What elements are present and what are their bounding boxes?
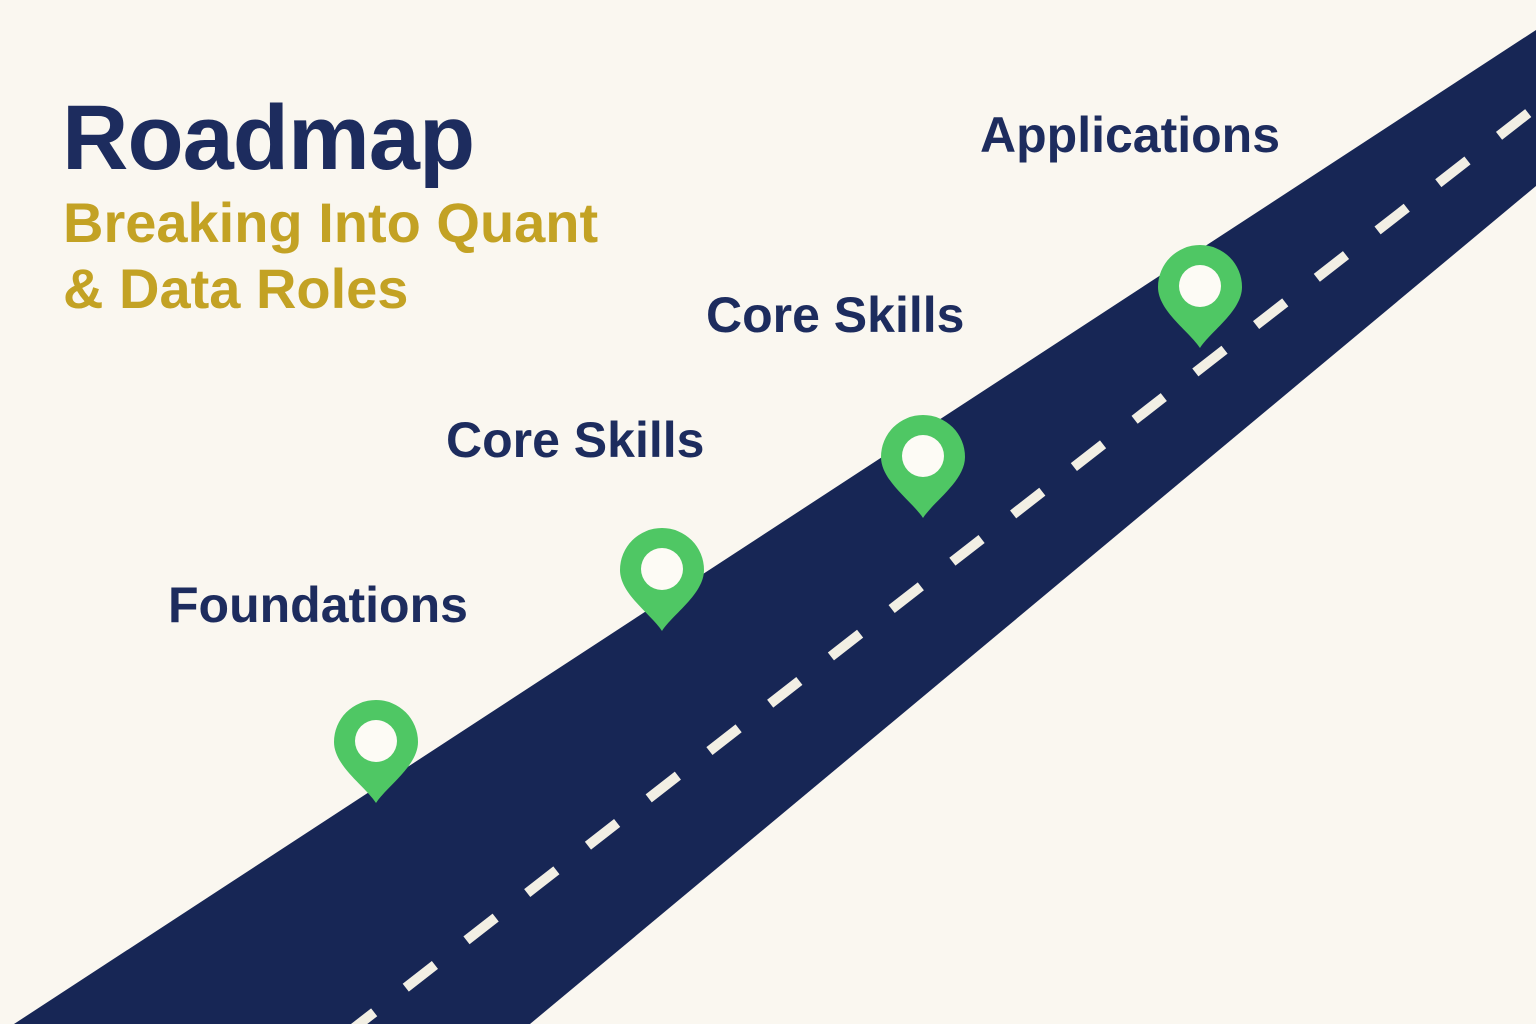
milestone-label-foundations: Foundations (168, 577, 468, 633)
pin-inner-circle (641, 548, 683, 590)
location-pin-icon (334, 700, 418, 803)
milestone-label-applications: Applications (980, 107, 1281, 163)
pin-inner-circle (355, 720, 397, 762)
milestone-label-core-skills-1: Core Skills (446, 412, 705, 468)
page-subtitle-line-1: Breaking Into Quant (63, 191, 599, 254)
page-subtitle-line-2: & Data Roles (63, 256, 409, 320)
page-subtitle: Breaking Into Quant & Data Roles (63, 190, 598, 321)
pin-inner-circle (1179, 265, 1221, 307)
location-pin-icon (881, 415, 965, 518)
location-pin-icon (1158, 245, 1242, 348)
road-centerline (350, 100, 1536, 1024)
milestone-label-core-skills-2: Core Skills (706, 287, 965, 343)
location-pin-icon (620, 528, 704, 631)
page-title: Roadmap (62, 87, 475, 189)
pin-inner-circle (902, 435, 944, 477)
